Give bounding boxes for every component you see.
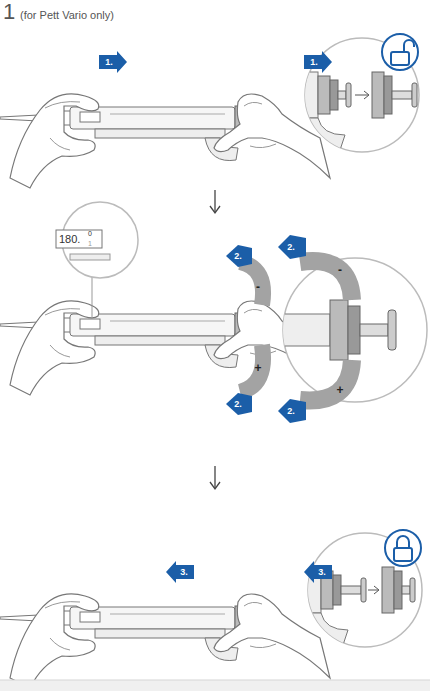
- pipette-step-2: [0, 301, 330, 395]
- rotate-band: [226, 245, 263, 415]
- magnifier: [56, 202, 138, 318]
- footer-rule: [0, 680, 430, 681]
- callout-number: 2.: [287, 243, 295, 252]
- callout-number: 3.: [180, 568, 188, 577]
- down-arrow: [210, 190, 220, 213]
- callout-number: 2.: [234, 252, 242, 261]
- push-arrow: [166, 561, 194, 583]
- plus-sign: +: [336, 384, 343, 396]
- pipette-step-1: [0, 94, 330, 188]
- display-digit: 0: [88, 230, 92, 237]
- callout-number: 3.: [318, 568, 326, 577]
- callout-number: 2.: [234, 400, 242, 409]
- callout-number: 2.: [287, 407, 295, 416]
- unlock-icon: [382, 34, 418, 70]
- minus-sign: -: [338, 264, 342, 276]
- plus-sign: +: [254, 362, 261, 374]
- volume-display: 180.: [59, 234, 80, 245]
- minus-sign: -: [256, 281, 260, 293]
- down-arrow: [210, 466, 220, 489]
- push-arrow: [304, 561, 332, 583]
- step-number: 1: [3, 1, 15, 23]
- pipette-step-3: [0, 594, 330, 688]
- push-arrow: [99, 51, 127, 73]
- lock-icon: [385, 530, 421, 566]
- footer-band: [0, 680, 430, 691]
- push-arrow: [304, 51, 332, 73]
- display-digit: 1: [88, 240, 92, 247]
- step-note: (for Pett Vario only): [20, 10, 114, 21]
- zoom-circle: [278, 235, 427, 423]
- callout-number: 1.: [105, 58, 113, 67]
- callout-number: 1.: [310, 58, 318, 67]
